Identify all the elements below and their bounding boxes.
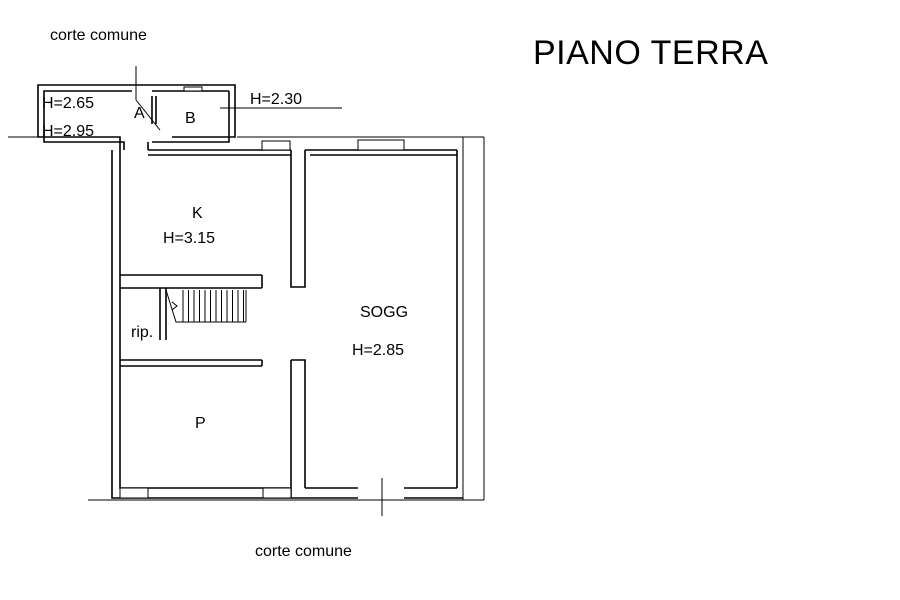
label-height-295: H=2.95 [42, 123, 94, 140]
label-corte-comune-top: corte comune [50, 27, 147, 44]
stair-block [120, 274, 263, 367]
label-room-a: A [134, 105, 145, 122]
annex-walls [37, 66, 342, 150]
label-height-285: H=2.85 [352, 342, 404, 359]
label-height-230: H=2.30 [250, 91, 302, 108]
floor-title: PIANO TERRA [533, 34, 768, 72]
label-room-k: K [192, 205, 203, 222]
main-walls [111, 139, 463, 516]
label-room-rip: rip. [131, 324, 153, 341]
label-room-sogg: SOGG [360, 304, 408, 321]
site-boundary [8, 136, 485, 501]
label-room-b: B [185, 110, 196, 127]
label-height-315: H=3.15 [163, 230, 215, 247]
stair-treads [182, 290, 244, 322]
label-room-p: P [195, 415, 206, 432]
label-corte-comune-bottom: corte comune [255, 543, 352, 560]
label-height-265: H=2.65 [42, 95, 94, 112]
